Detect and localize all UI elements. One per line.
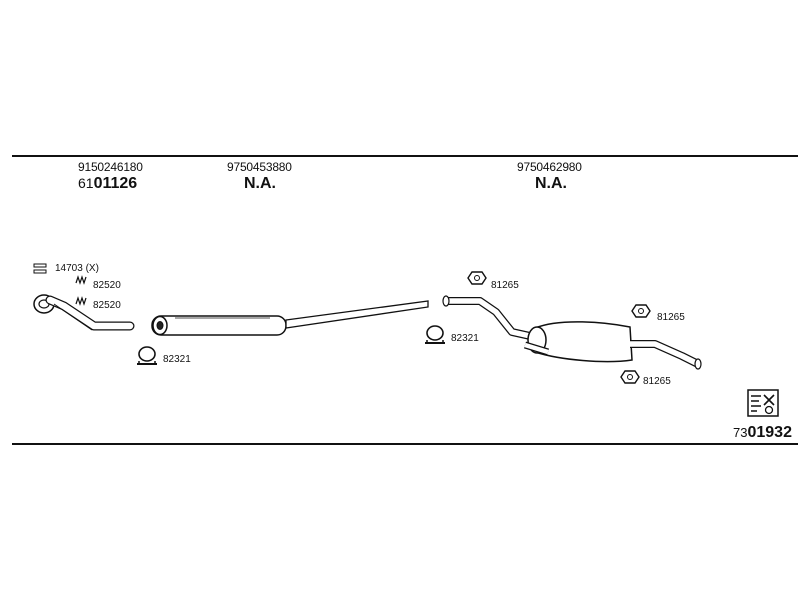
spring-icon <box>75 296 87 306</box>
oem-code-front-pipe: 6101126 <box>78 175 137 193</box>
callout-rubber-mount: 81265 <box>657 312 685 323</box>
bottom-divider <box>12 443 798 445</box>
front-pipe-icon <box>33 294 135 331</box>
callout-clamp: 82321 <box>451 333 479 344</box>
callout-rubber-mount: 81265 <box>643 376 671 387</box>
top-divider <box>12 155 798 157</box>
oem-code-main: 01126 <box>93 175 138 192</box>
rear-silencer-icon <box>442 295 702 370</box>
clamp-icon <box>137 346 157 365</box>
oem-code-rear-silencer: N.A. <box>535 175 567 192</box>
callout-rubber-mount: 81265 <box>491 280 519 291</box>
part-number-middle-silencer: 9750453880 <box>227 160 292 174</box>
part-number-front-pipe: 9150246180 <box>78 160 143 174</box>
callout-gasket: 14703 (X) <box>55 263 99 274</box>
oem-code-prefix: 61 <box>78 175 94 191</box>
parts-catalog-icon <box>747 389 779 417</box>
callout-clamp: 82321 <box>163 354 191 365</box>
rubber-mount-icon <box>620 370 640 384</box>
diagram-code-prefix: 73 <box>733 425 748 440</box>
spring-icon <box>75 275 87 285</box>
rubber-mount-icon <box>467 271 487 285</box>
clamp-icon <box>425 325 445 344</box>
callout-spring: 82520 <box>93 280 121 291</box>
rubber-mount-icon <box>631 304 651 318</box>
middle-silencer-icon <box>151 300 429 336</box>
diagram-code-main: 01932 <box>747 424 792 441</box>
gasket-icon <box>33 263 47 274</box>
oem-code-middle-silencer: N.A. <box>244 175 276 192</box>
part-number-rear-silencer: 9750462980 <box>517 160 582 174</box>
callout-spring: 82520 <box>93 300 121 311</box>
diagram-code: 7301932 <box>733 424 792 442</box>
